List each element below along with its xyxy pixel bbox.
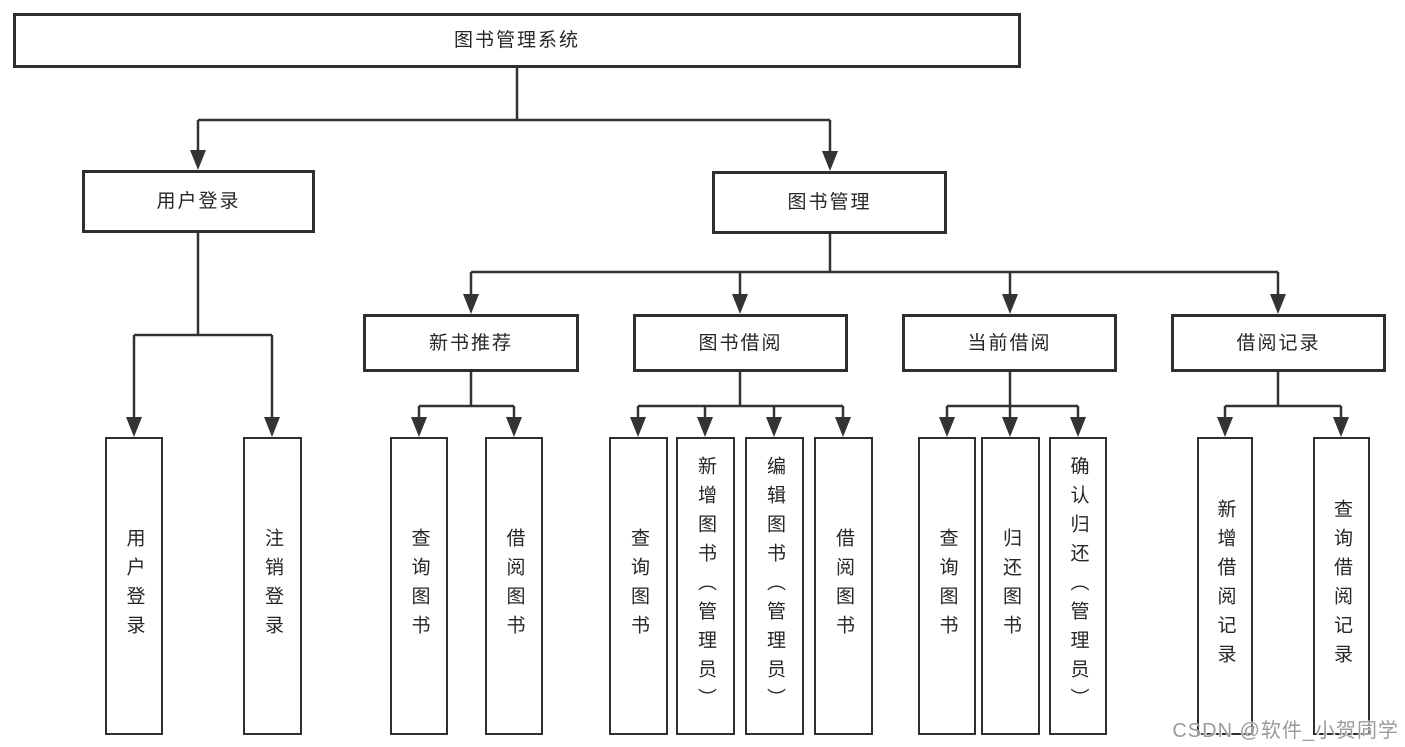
leaf-borrow-books-recommend: 借阅图书 <box>485 437 543 735</box>
node-label: 确认归还（管理员） <box>1067 455 1089 717</box>
edge-root-to-level2 <box>196 68 832 153</box>
leaf-logout: 注销登录 <box>243 437 302 735</box>
edge-current-borrow-children <box>945 372 1080 419</box>
arrowheads <box>126 150 1349 437</box>
node-library-management-system: 图书管理系统 <box>13 13 1021 68</box>
node-borrowing-records: 借阅记录 <box>1171 314 1386 372</box>
node-label: 图书管理 <box>787 192 872 213</box>
leaf-query-borrow-record: 查询借阅记录 <box>1313 437 1370 735</box>
leaf-edit-books-admin: 编辑图书（管理员） <box>745 437 804 735</box>
node-label: 借阅记录 <box>1236 332 1321 354</box>
node-label: 图书借阅 <box>698 332 783 354</box>
node-label: 查询图书 <box>936 528 958 644</box>
node-label: 新书推荐 <box>428 332 513 354</box>
node-label: 借阅图书 <box>833 528 854 644</box>
leaf-query-books-current: 查询图书 <box>918 437 976 735</box>
node-label: 归还图书 <box>1000 528 1021 644</box>
node-label: 用户登录 <box>156 191 241 212</box>
edge-book-mgmt-to-level3 <box>469 234 1280 296</box>
node-book-management: 图书管理 <box>712 171 947 234</box>
leaf-borrow-books: 借阅图书 <box>814 437 873 735</box>
node-label: 当前借阅 <box>967 332 1052 354</box>
edge-user-login-children <box>132 233 274 419</box>
node-book-borrowing: 图书借阅 <box>633 314 848 372</box>
edge-book-borrow-children <box>636 372 845 419</box>
node-label: 编辑图书（管理员） <box>764 455 785 717</box>
leaf-user-login: 用户登录 <box>105 437 163 735</box>
node-label: 新增图书（管理员） <box>695 455 716 717</box>
leaf-add-books-admin: 新增图书（管理员） <box>676 437 735 735</box>
leaf-add-borrow-record: 新增借阅记录 <box>1197 437 1253 735</box>
node-current-borrowing: 当前借阅 <box>902 314 1117 372</box>
node-label: 查询图书 <box>408 528 430 644</box>
node-label: 用户登录 <box>123 528 145 644</box>
node-label: 借阅图书 <box>503 528 525 644</box>
node-label: 查询图书 <box>628 528 649 644</box>
node-label: 新增借阅记录 <box>1214 499 1236 673</box>
leaf-confirm-return-admin: 确认归还（管理员） <box>1049 437 1107 735</box>
leaf-query-books-recommend: 查询图书 <box>390 437 448 735</box>
edge-borrow-records-children <box>1223 372 1343 419</box>
node-label: 查询借阅记录 <box>1331 499 1352 673</box>
csdn-watermark: CSDN @软件_小贺同学 <box>1172 720 1399 742</box>
node-label: 注销登录 <box>262 528 283 644</box>
edge-new-book-rec-children <box>417 372 516 419</box>
leaf-return-books: 归还图书 <box>981 437 1040 735</box>
node-user-login: 用户登录 <box>82 170 315 233</box>
node-new-book-recommend: 新书推荐 <box>363 314 579 372</box>
leaf-query-books-borrowing: 查询图书 <box>609 437 668 735</box>
node-label: 图书管理系统 <box>453 30 580 51</box>
